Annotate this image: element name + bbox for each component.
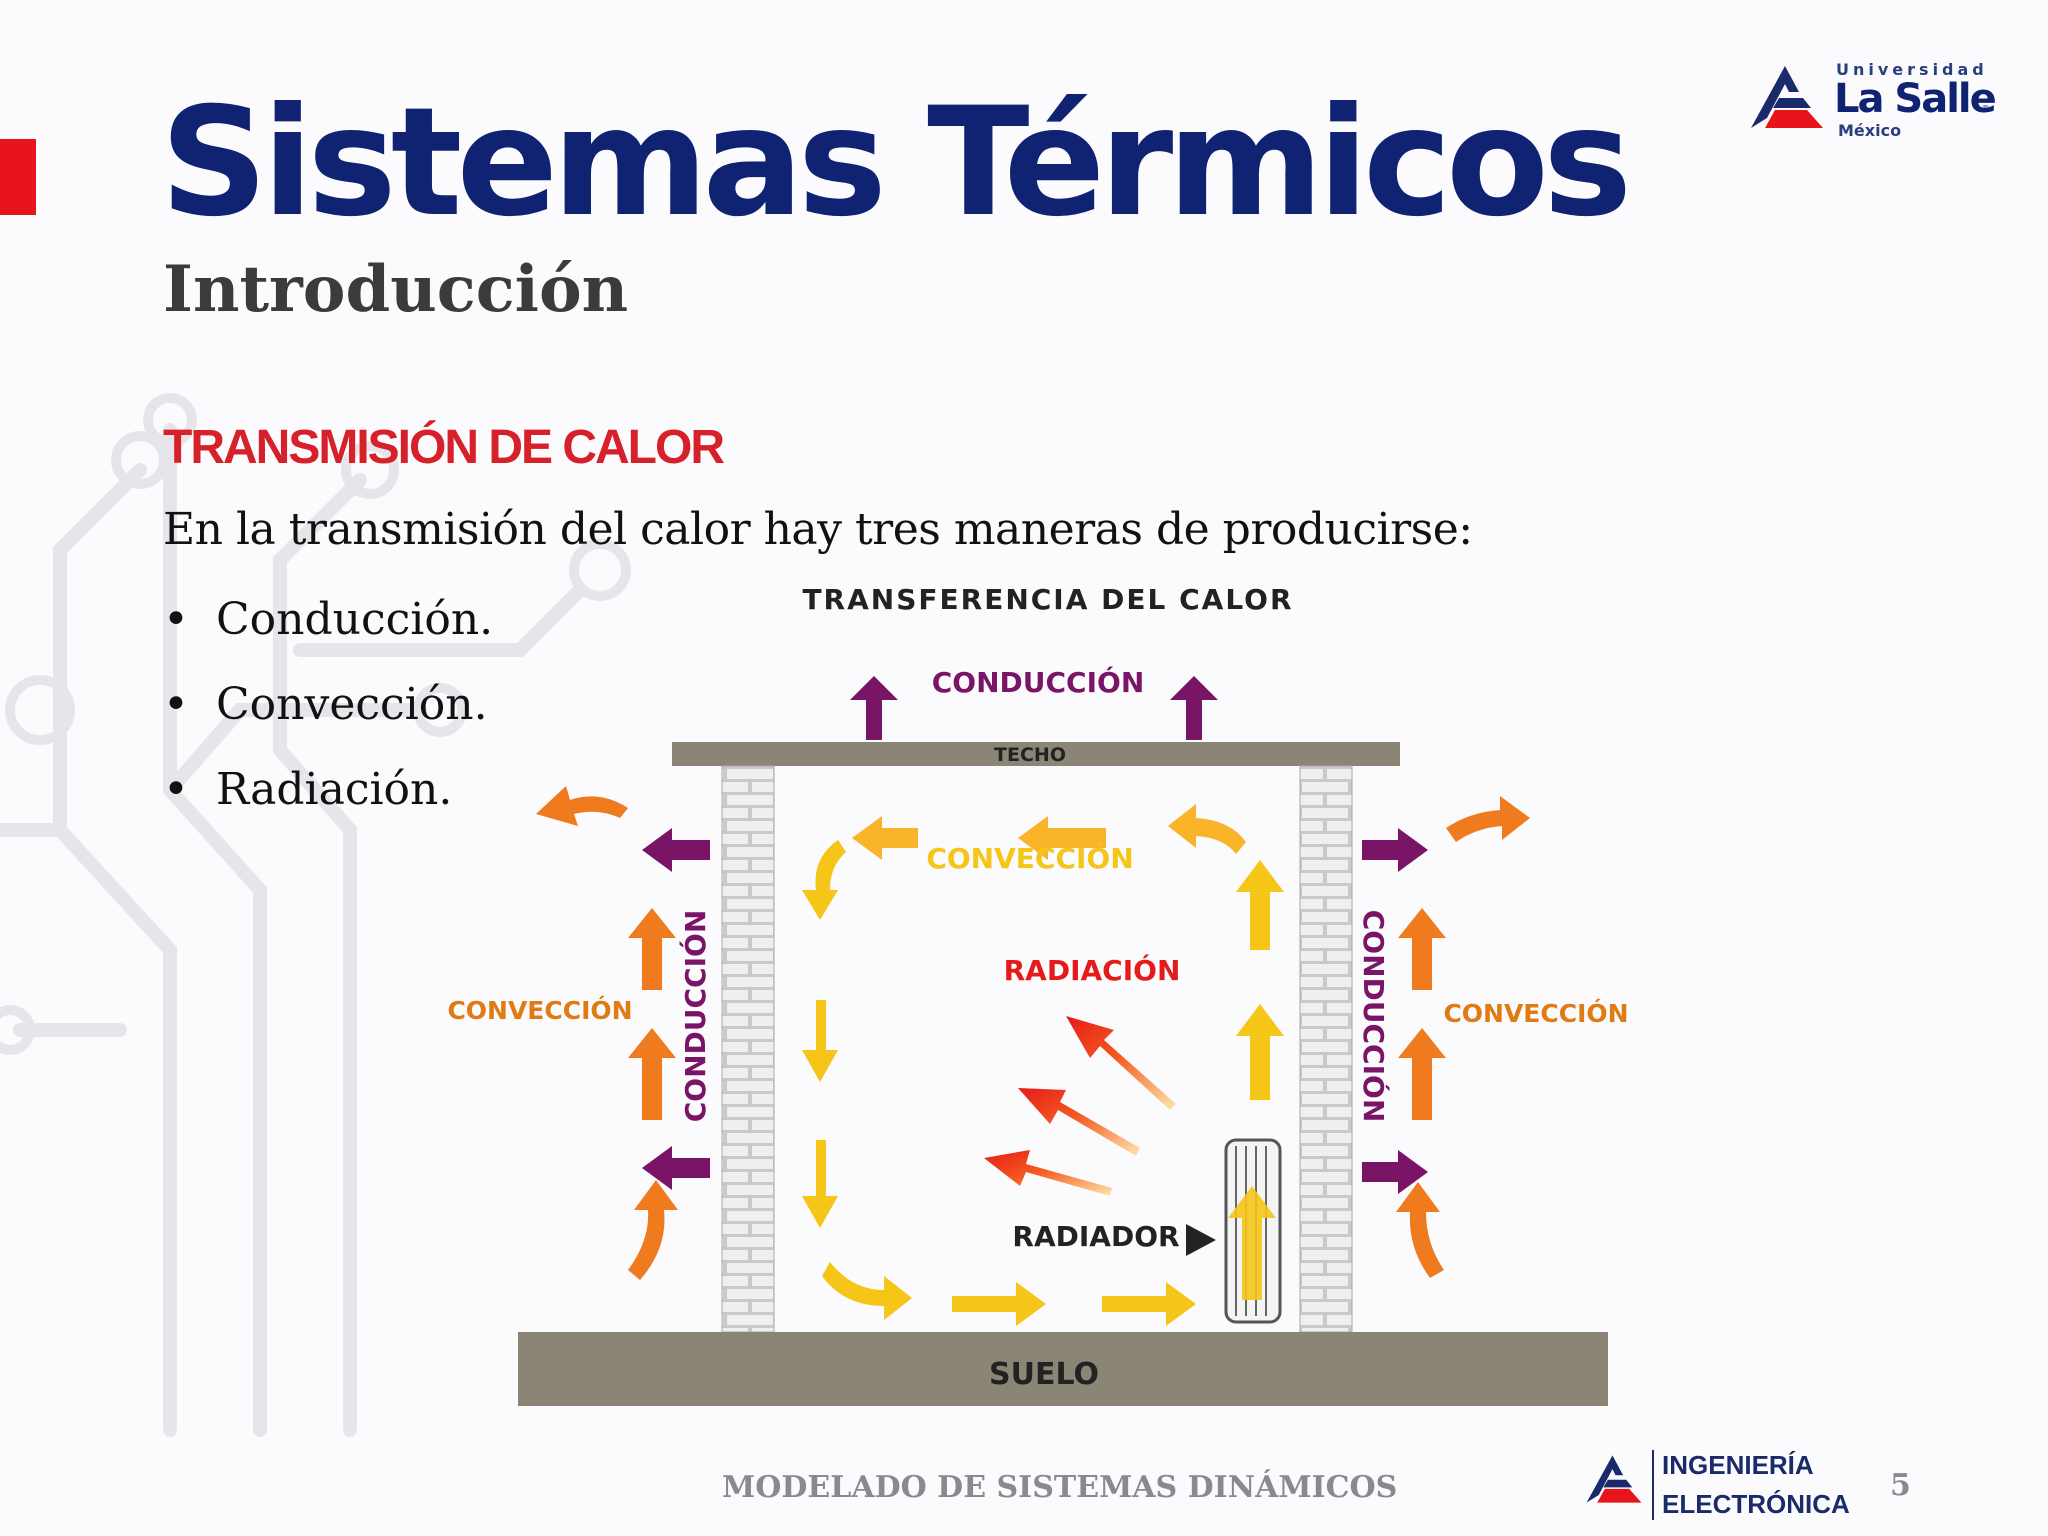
radiator-label: RADIADOR — [1012, 1220, 1179, 1253]
logo-name-text: La Salle — [1834, 76, 1997, 122]
circuit-background — [0, 393, 631, 1437]
convection-right-label: CONVECCIÓN — [1443, 998, 1628, 1028]
logo-university-text: Universidad — [1836, 60, 1988, 79]
left-wall — [721, 765, 775, 1333]
conduction-up-arrows — [850, 676, 1218, 740]
bullet-dot-icon: • — [163, 594, 189, 645]
radiation-label: RADIACIÓN — [1004, 953, 1181, 987]
bullet-text: Convección. — [216, 679, 488, 730]
lasalle-logo-icon — [1751, 66, 1823, 128]
convection-inner-label: CONVECCIÓN — [926, 841, 1133, 875]
floor-label: SUELO — [989, 1357, 1099, 1392]
footer-lasalle-logo-icon — [1586, 1455, 1642, 1503]
roof-label: TECHO — [994, 744, 1066, 766]
footer-divider — [1652, 1450, 1654, 1520]
radiator-pointer-icon — [1186, 1224, 1216, 1256]
heat-transfer-diagram: TRANSFERENCIA DEL CALOR TECHO SUELO COND… — [447, 583, 1629, 1406]
bullet-dot-icon: • — [163, 764, 189, 815]
left-outside-arrows — [536, 786, 710, 1280]
bullet-item: • Conducción. — [163, 590, 493, 675]
roof-slab — [672, 742, 1400, 766]
logo-country-text: México — [1838, 121, 1902, 140]
footer-dept-line2: ELECTRÓNICA — [1662, 1489, 1850, 1519]
floor-slab — [518, 1332, 1608, 1406]
logo-registered-mark: ® — [1982, 104, 1990, 115]
conduction-left-label: CONDUCCIÓN — [678, 910, 712, 1123]
convection-left-label: CONVECCIÓN — [447, 995, 632, 1025]
diagram-title: TRANSFERENCIA DEL CALOR — [802, 583, 1293, 616]
convection-loop-arrows — [802, 804, 1284, 1326]
intro-text: En la transmisión del calor hay tres man… — [163, 504, 1473, 555]
footer-course-title: MODELADO DE SISTEMAS DINÁMICOS — [722, 1470, 1398, 1505]
conduction-top-label: CONDUCCIÓN — [932, 665, 1145, 699]
slide-title: Sistemas Térmicos — [160, 76, 1632, 250]
conduction-right-label: CONDUCCIÓN — [1357, 910, 1391, 1123]
footer-dept-line1: INGENIERÍA — [1662, 1450, 1814, 1480]
page-number: 5 — [1890, 1468, 1911, 1503]
bullet-text: Radiación. — [216, 764, 453, 815]
right-wall — [1299, 765, 1353, 1333]
section-heading: TRANSMISIÓN DE CALOR — [163, 421, 725, 474]
bullet-list: • Conducción. • Convección. • Radiación. — [163, 590, 493, 845]
bullet-item: • Convección. — [163, 675, 493, 760]
right-outside-arrows — [1362, 796, 1530, 1278]
bullet-item: • Radiación. — [163, 760, 493, 845]
radiation-arrows — [984, 1016, 1176, 1196]
slide-subtitle: Introducción — [163, 252, 629, 327]
red-accent-tab — [0, 139, 36, 215]
radiator-icon — [1224, 1138, 1282, 1324]
bullet-dot-icon: • — [163, 679, 189, 730]
bullet-text: Conducción. — [216, 594, 494, 645]
